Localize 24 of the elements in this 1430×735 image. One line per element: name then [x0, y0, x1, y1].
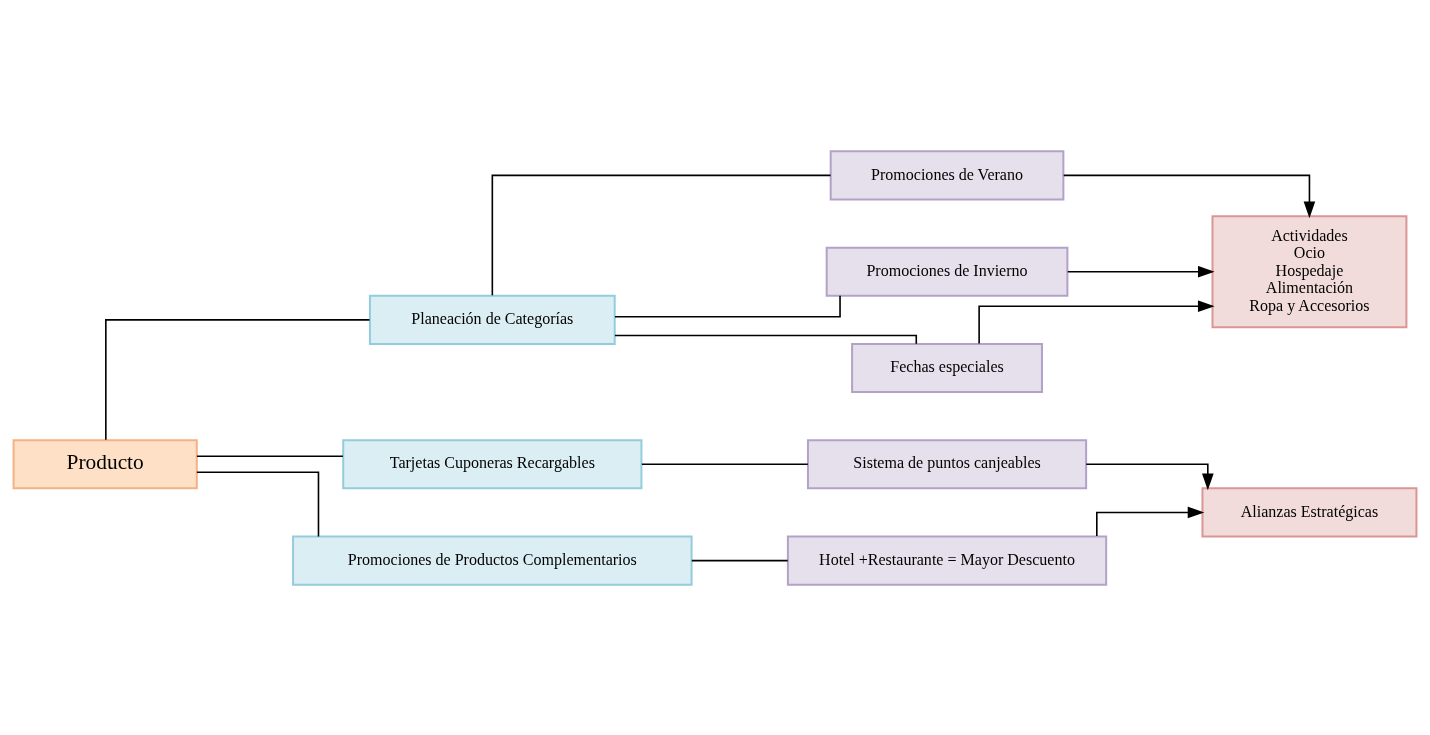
connector: [196, 454, 344, 457]
node-box: Alianzas Estratégicas: [1201, 486, 1418, 537]
connector: [491, 174, 832, 296]
connector: [196, 471, 320, 537]
node-box: Tarjetas Cuponeras Recargables: [342, 438, 643, 489]
arrow: [1066, 265, 1215, 277]
node-box: Promociones de Invierno: [825, 246, 1069, 297]
node-box: Fechas especiales: [851, 342, 1043, 393]
connector: [690, 559, 789, 561]
connector: [641, 463, 809, 465]
connector: [614, 334, 918, 345]
node-box: Planeación de Categorías: [368, 294, 616, 345]
arrow: [1085, 463, 1214, 490]
node-box: Promociones de Verano: [829, 149, 1065, 200]
node-box: Actividades Ocio Hospedaje Alimentación Ropa y Accesorios: [1211, 214, 1408, 328]
connector: [105, 318, 371, 441]
node-box: Hotel +Restaurante = Mayor Descuento: [786, 535, 1108, 586]
arrow: [978, 299, 1215, 344]
connector: [614, 294, 841, 318]
arrow: [1096, 506, 1205, 537]
node-box: Promociones de Productos Complementarios: [292, 535, 693, 586]
arrow: [1062, 174, 1316, 218]
node-box: Producto: [12, 438, 198, 489]
node-box: Sistema de puntos canjeables: [806, 438, 1088, 489]
